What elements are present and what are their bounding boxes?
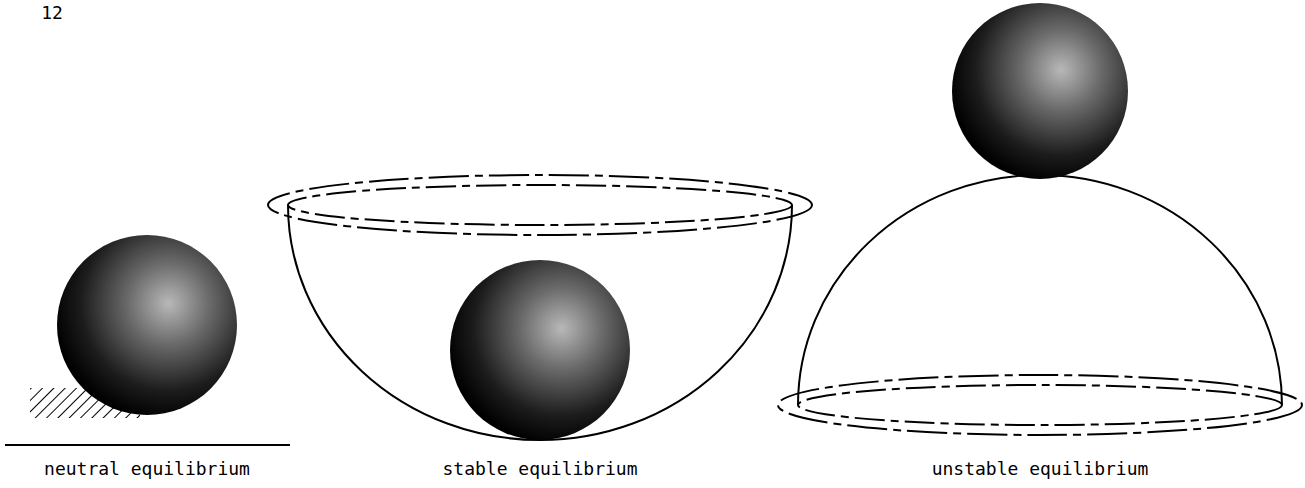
stable-scene bbox=[268, 175, 812, 440]
caption-label: unstable equilibrium bbox=[932, 458, 1149, 480]
ball bbox=[57, 235, 237, 415]
dome-base bbox=[778, 375, 1302, 435]
ground-line bbox=[5, 444, 290, 446]
neutral-scene bbox=[5, 235, 290, 445]
caption-label: stable equilibrium bbox=[442, 458, 637, 480]
ball bbox=[952, 3, 1128, 179]
bowl-rim bbox=[268, 175, 812, 235]
page-number: 12 bbox=[41, 2, 63, 24]
bowl-outline bbox=[288, 205, 792, 440]
caption-label: neutral equilibrium bbox=[44, 458, 250, 480]
unstable-scene bbox=[778, 3, 1302, 435]
ball bbox=[450, 260, 630, 440]
bowl-rim bbox=[288, 185, 792, 225]
dome-outline bbox=[798, 175, 1282, 405]
dome-base bbox=[798, 385, 1282, 425]
